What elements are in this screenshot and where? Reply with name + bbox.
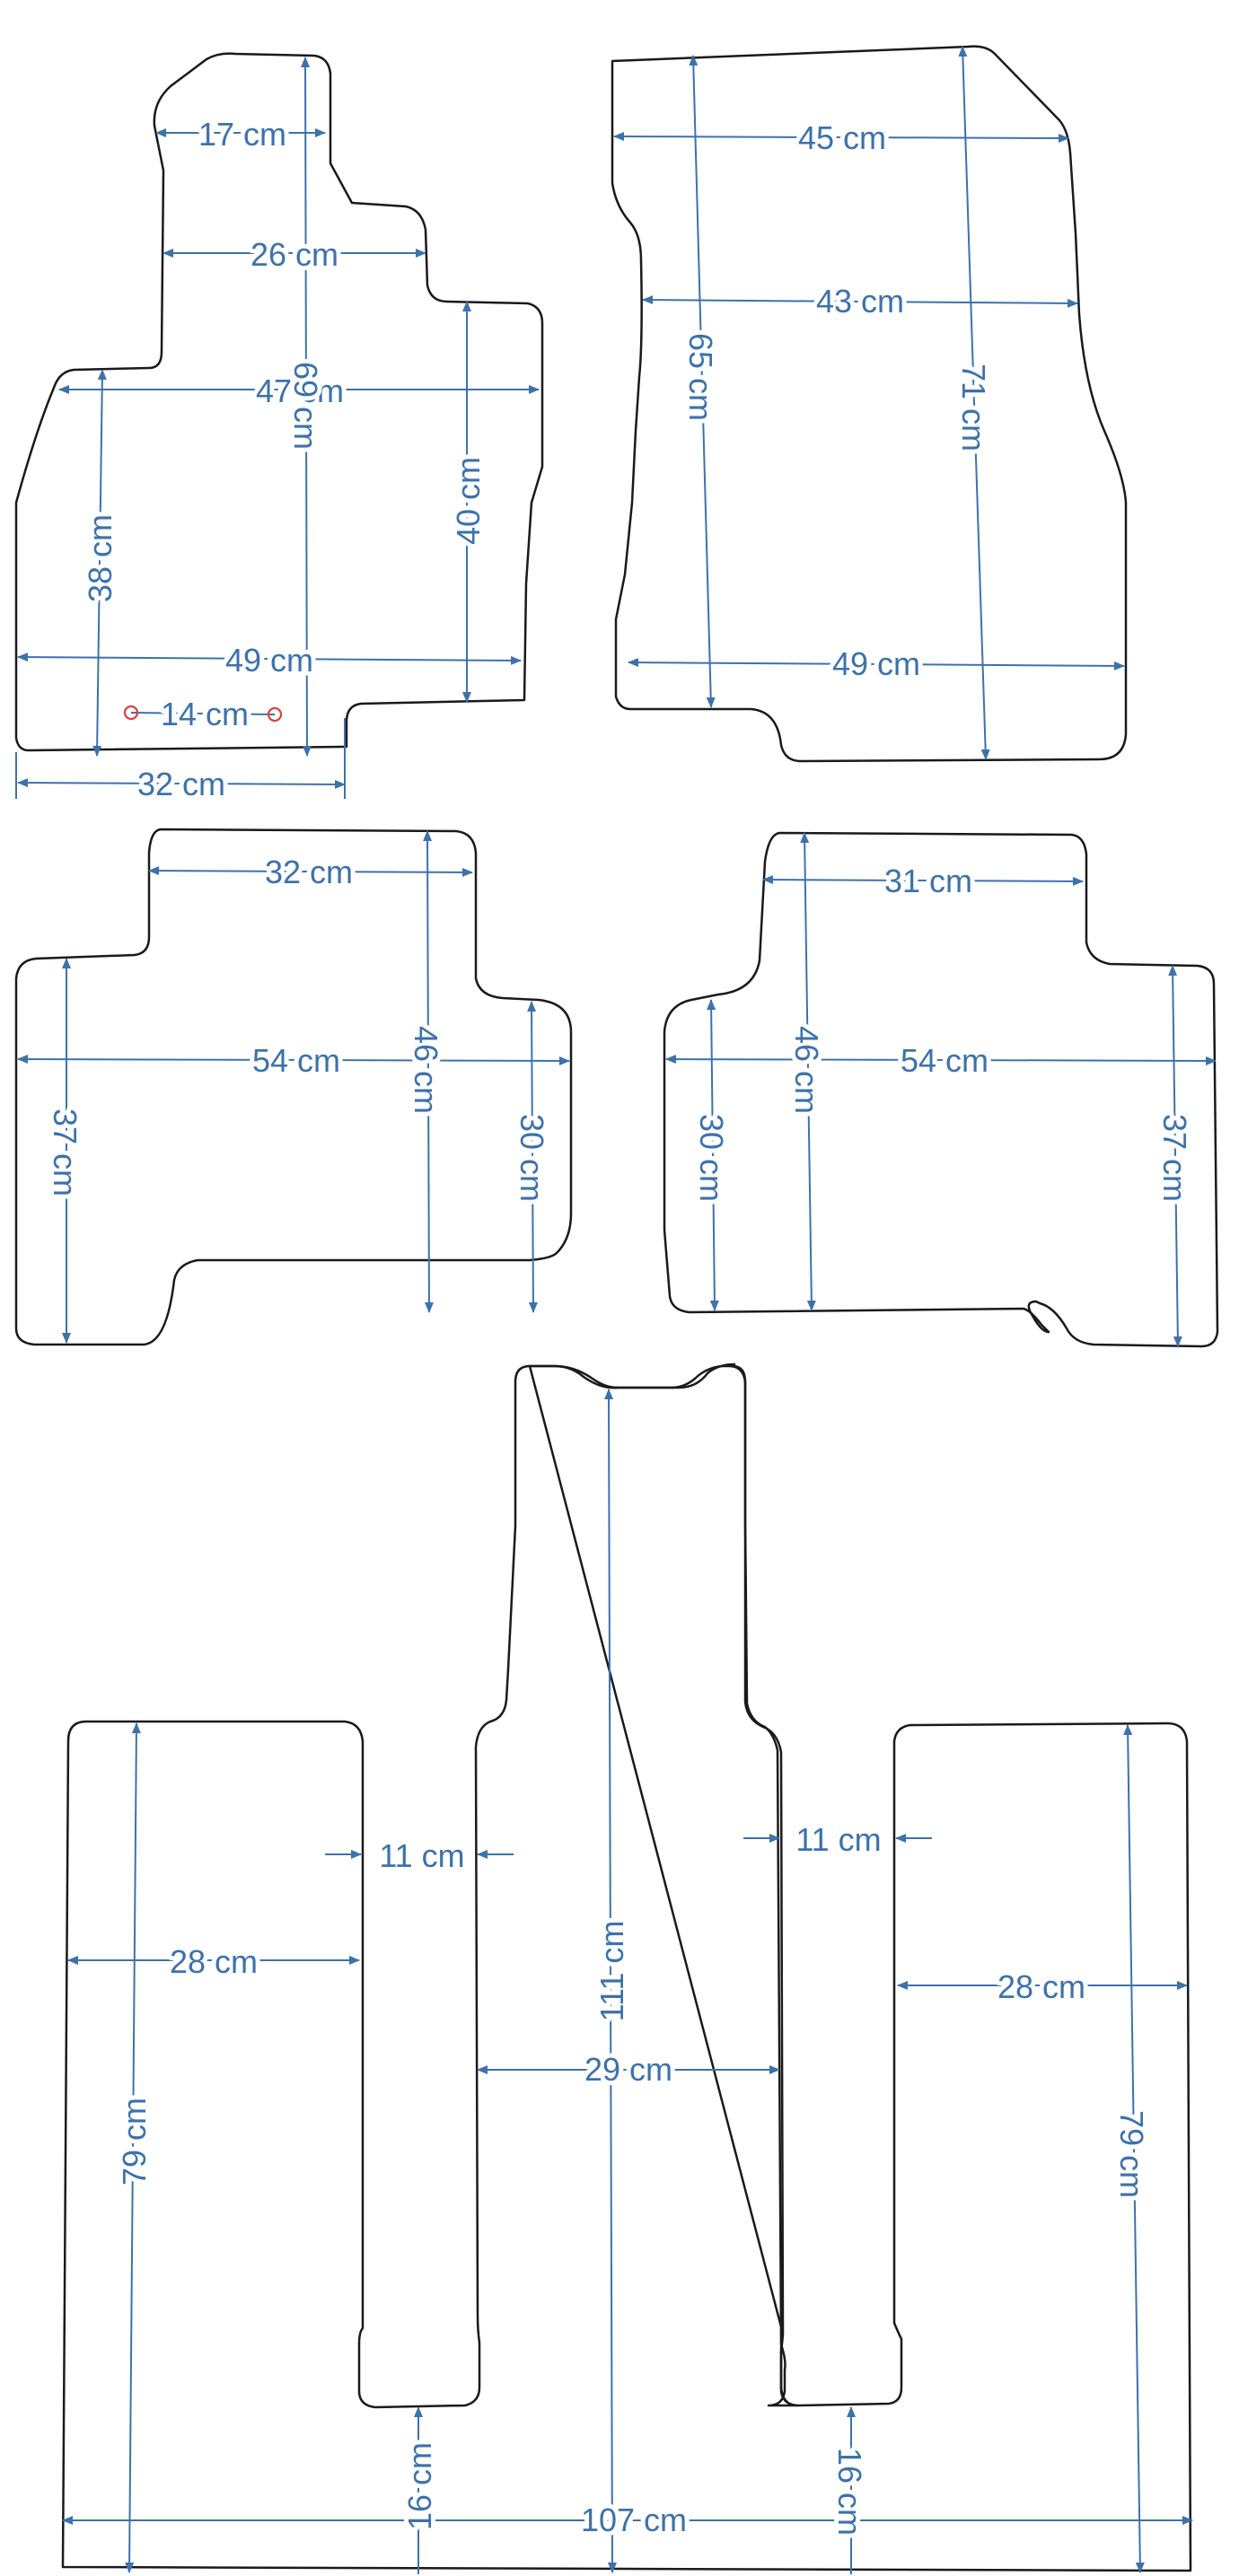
rr-width-top-label: 31 cm — [884, 863, 972, 899]
fl-width-bottom-label: 49 cm — [225, 642, 313, 679]
rr-width-full-label: 54 cm — [901, 1042, 989, 1079]
third-row-unit-outline — [61, 1364, 1192, 2572]
fl-width-upper-label: 26 cm — [250, 236, 338, 273]
fr-height-right-line — [958, 46, 990, 760]
fl-height-right-label: 40 cm — [450, 457, 487, 545]
fl-height-total-label: 69 cm — [287, 362, 324, 450]
tr-gap-right-label: 11 cm — [795, 1821, 881, 1858]
front-right-mat-outline — [611, 45, 1128, 763]
fl-height-total-line — [301, 57, 312, 757]
rr-width-full-line — [665, 1055, 1217, 1065]
tr-right-length-line — [1123, 1724, 1145, 2573]
rl-height-mid-label: 46 cm — [408, 1026, 444, 1114]
rear-right-mat-outline — [663, 831, 1219, 1348]
tr-left-length-line — [125, 1722, 141, 2573]
fr-height-left-label: 65 cm — [682, 333, 719, 421]
rl-width-full-line — [17, 1055, 570, 1065]
rl-height-right-label: 30 cm — [514, 1114, 550, 1202]
fl-clip-distance-line — [130, 712, 276, 715]
fr-width-middle-label: 43 cm — [816, 283, 904, 320]
fl-width-base-label: 32 cm — [137, 766, 225, 802]
fr-width-top-label: 45 cm — [798, 119, 886, 156]
rl-height-mid-line — [423, 830, 434, 1313]
fl-width-top-label: 17 cm — [198, 116, 286, 153]
rr-height-right-label: 37 cm — [1156, 1114, 1193, 1202]
tr-gap-left-label: 11 cm — [379, 1837, 464, 1874]
rr-width-top-line — [762, 875, 1084, 886]
tr-center-width-label: 29 cm — [584, 2051, 672, 2088]
fl-height-left-line — [92, 369, 107, 757]
tr-center-length-line — [604, 1389, 617, 2573]
rr-height-right-line — [1168, 965, 1182, 1347]
tr-notch-right-label: 16 cm — [831, 2448, 868, 2536]
rl-width-top-line — [148, 866, 473, 877]
fl-width-bottom-line — [17, 653, 522, 665]
rl-width-top-label: 32 cm — [265, 854, 353, 890]
tr-right-length-label: 79 cm — [1113, 2110, 1150, 2198]
rr-height-left-label: 30 cm — [693, 1114, 730, 1202]
tr-center-length-label: 111 cm — [593, 1921, 630, 2022]
clip-marker-left — [123, 705, 139, 721]
rr-height-mid-line — [800, 832, 816, 1311]
tr-left-length-label: 79 cm — [116, 2098, 153, 2186]
rear-left-mat-outline — [14, 828, 573, 1346]
fl-height-left-label: 38 cm — [82, 514, 119, 602]
fl-clip-distance-label: 14 cm — [161, 696, 249, 732]
third-row-center-mat-outline — [528, 1362, 799, 2407]
tr-notch-left-label: 16 cm — [401, 2442, 438, 2530]
rl-height-left-label: 37 cm — [47, 1108, 83, 1196]
rl-width-full-label: 54 cm — [252, 1042, 340, 1079]
clip-marker-right — [267, 706, 283, 723]
rr-height-mid-label: 46 cm — [788, 1026, 825, 1114]
fr-width-bottom-line — [628, 658, 1125, 670]
tr-right-width-label: 28 cm — [997, 1968, 1085, 2005]
rl-height-right-line — [527, 1001, 538, 1313]
tr-total-width-label: 107 cm — [581, 2502, 687, 2538]
rr-height-left-line — [707, 999, 719, 1311]
fr-width-bottom-label: 49 cm — [832, 645, 920, 682]
fl-width-middle-label: 47 cm — [256, 372, 344, 409]
labels: 17 cm 26 cm 47 cm 69 cm 40 cm 38 cm 49 c… — [42, 111, 1198, 2543]
tr-left-width-label: 28 cm — [170, 1943, 258, 1980]
fr-height-right-label: 71 cm — [955, 364, 992, 451]
fl-width-base-line — [17, 778, 346, 789]
fr-height-left-line — [689, 55, 716, 708]
front-left-mat-outline — [14, 52, 544, 752]
